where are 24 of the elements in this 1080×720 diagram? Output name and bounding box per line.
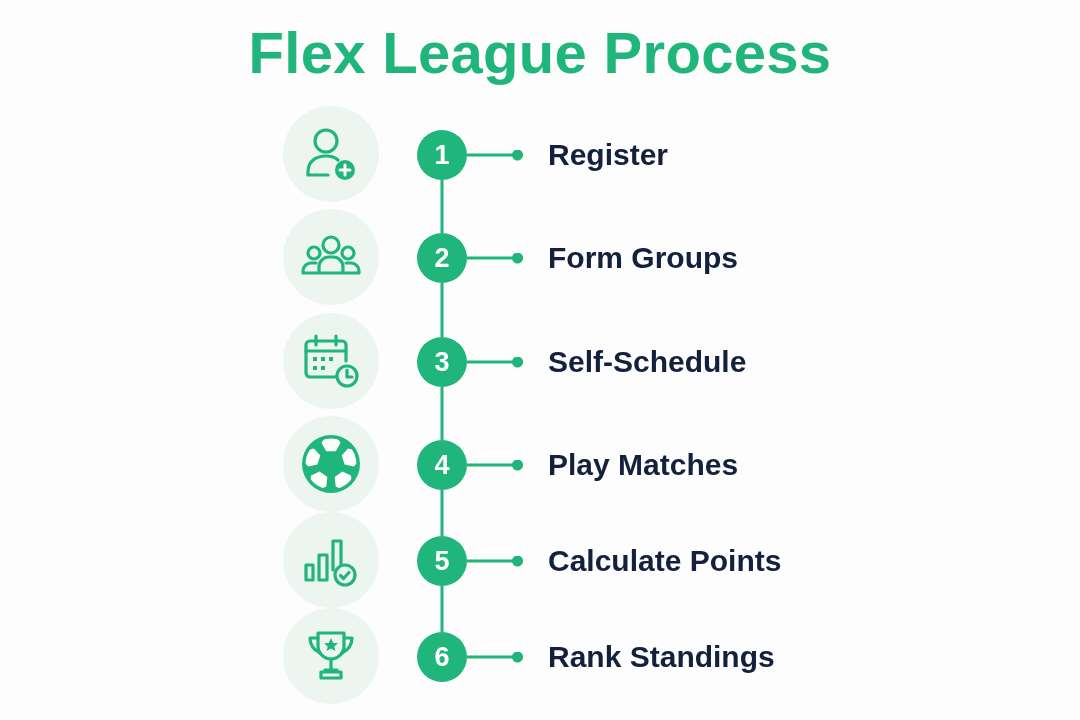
- connector-line: [467, 459, 523, 471]
- connector-line: [467, 356, 523, 368]
- step-label: Self-Schedule: [548, 344, 747, 380]
- timeline-line: [440, 283, 444, 337]
- step-number-badge: 2: [417, 233, 467, 283]
- step-label: Play Matches: [548, 447, 739, 483]
- connector-line: [467, 252, 523, 264]
- step-number-badge: 3: [417, 337, 467, 387]
- title: Flex League Process: [248, 19, 832, 87]
- step-label: Form Groups: [548, 240, 738, 276]
- step-number-badge: 4: [417, 440, 467, 490]
- timeline-line: [440, 180, 444, 233]
- step-number-badge: 5: [417, 536, 467, 586]
- connector-line: [467, 555, 523, 567]
- timeline-line: [440, 586, 444, 632]
- step-number-badge: 1: [417, 130, 467, 180]
- step-label: Rank Standings: [548, 639, 775, 675]
- step-number-badge: 6: [417, 632, 467, 682]
- step-label: Calculate Points: [548, 543, 782, 579]
- connector-line: [467, 651, 523, 663]
- timeline-line: [440, 490, 444, 536]
- step-label: Register: [548, 137, 669, 173]
- connector-line: [467, 149, 523, 161]
- timeline-line: [440, 387, 444, 440]
